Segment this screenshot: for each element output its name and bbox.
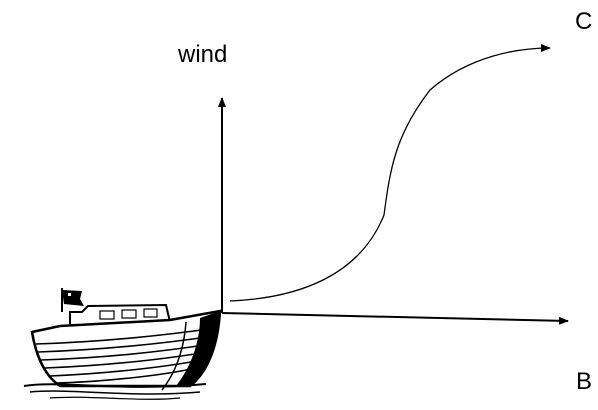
label-wind: wind — [178, 41, 228, 68]
flag-icon — [61, 288, 84, 312]
path-curve — [229, 44, 551, 302]
label-b: B — [576, 368, 593, 395]
horizontal-axis — [221, 312, 569, 325]
boat-icon — [23, 288, 222, 400]
label-c: C — [575, 8, 593, 35]
